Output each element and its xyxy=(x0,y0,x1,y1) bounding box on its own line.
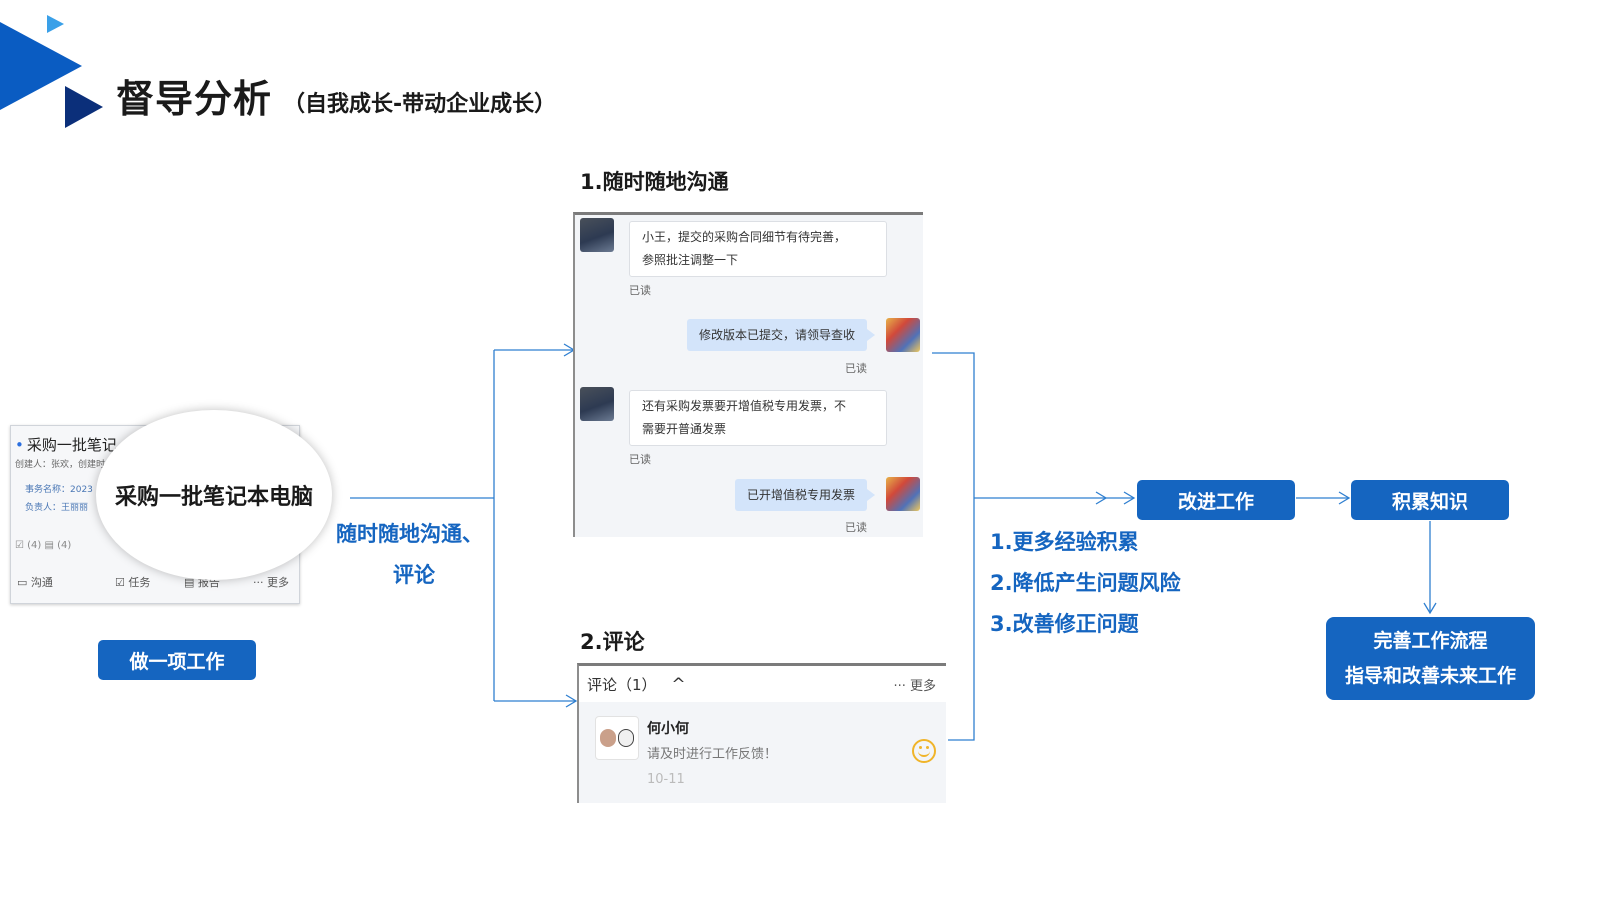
arrowhead-improve-1 xyxy=(1095,491,1108,505)
chat-panel: 小王，提交的采购合同细节有待完善， 参照批注调整一下 已读 修改版本已提交，请领… xyxy=(573,212,923,537)
chat-msg-1: 小王，提交的采购合同细节有待完善， 参照批注调整一下 xyxy=(629,221,887,277)
chat-msg-4-read: 已读 xyxy=(845,521,867,534)
chat-msg-3-read: 已读 xyxy=(629,453,651,466)
comment-more-link[interactable]: ··· 更多 xyxy=(893,679,936,694)
avatar-leader-2 xyxy=(580,387,614,421)
accumulate-knowledge-box: 积累知识 xyxy=(1351,480,1509,520)
task-card-footer: ▭ 沟通 ☑ 任务 ▤ 报告 ··· 更多 xyxy=(11,572,299,594)
perfect-workflow-line1: 完善工作流程 xyxy=(1373,629,1488,652)
chat-msg-1-line2: 参照批注调整一下 xyxy=(642,253,739,267)
comment-panel: 评论（1） ^ ··· 更多 何小何 请及时进行工作反馈！ 10-11 xyxy=(577,663,946,803)
footer-task[interactable]: ☑ 任务 xyxy=(115,576,151,589)
header-triangle-small xyxy=(65,86,103,128)
task-card-name: 事务名称：2023 xyxy=(25,485,93,495)
avatar-leader xyxy=(580,218,614,252)
footer-comm-label: 沟通 xyxy=(30,576,53,589)
commenter-avatar xyxy=(595,716,639,760)
chat-msg-4: 已开增值税专用发票 xyxy=(734,479,876,511)
comment-toggle[interactable]: 评论（1） ^ xyxy=(587,674,686,695)
task-card-creator: 创建人：张欢，创建时 xyxy=(15,460,106,470)
section2-title: 2.评论 xyxy=(580,630,645,654)
smile-icon[interactable] xyxy=(912,739,936,763)
improve-work-box: 改进工作 xyxy=(1137,480,1295,520)
benefit-2: 2.降低产生问题风险 xyxy=(990,571,1181,595)
chat-msg-3-line1: 还有采购发票要开增值税专用发票，不 xyxy=(642,399,847,413)
header-triangle-tiny xyxy=(47,15,64,33)
chat-msg-2-read: 已读 xyxy=(845,362,867,375)
arrowhead-accumulate xyxy=(1338,491,1351,505)
chat-msg-2: 修改版本已提交，请领导查收 xyxy=(686,319,876,351)
comm-label-line2: 评论 xyxy=(393,563,435,587)
task-card-counts: ☑ (4) ▤ (4) xyxy=(15,540,72,551)
comm-label-line1: 随时随地沟通、 xyxy=(336,522,483,546)
chat-msg-1-read: 已读 xyxy=(629,284,651,297)
chat-msg-3-line2: 需要开普通发票 xyxy=(642,422,727,436)
avatar-staff xyxy=(886,318,920,352)
benefit-1: 1.更多经验积累 xyxy=(990,530,1139,554)
task-card-owner: 负责人：王丽丽 xyxy=(25,503,89,513)
chat-msg-1-line1: 小王，提交的采购合同细节有待完善， xyxy=(642,230,847,244)
comment-header: 评论（1） ^ ··· 更多 xyxy=(579,666,946,702)
arrowhead-perfect xyxy=(1423,602,1437,615)
footer-comm[interactable]: ▭ 沟通 xyxy=(17,576,53,589)
commenter-avatar-face-left xyxy=(600,729,616,747)
chevron-up-icon: ^ xyxy=(671,675,686,695)
perfect-workflow-line2: 指导和改善未来工作 xyxy=(1344,664,1516,687)
do-work-box: 做一项工作 xyxy=(98,640,256,680)
comment-date: 10-11 xyxy=(647,772,685,787)
commenter-avatar-face-right xyxy=(618,729,634,747)
commenter-name: 何小何 xyxy=(647,721,689,737)
arrowhead-improve-2 xyxy=(1123,491,1136,505)
page-title: 督导分析 xyxy=(116,77,273,121)
zoom-text: 采购一批笔记本电脑 xyxy=(114,485,313,510)
arrowhead-comment xyxy=(565,694,578,708)
comment-count-label: 评论（1） xyxy=(587,676,657,694)
footer-more[interactable]: ··· 更多 xyxy=(253,576,289,589)
avatar-staff-2 xyxy=(886,477,920,511)
page-subtitle: （自我成长-带动企业成长） xyxy=(283,92,557,117)
footer-task-label: 任务 xyxy=(128,576,151,589)
zoom-bubble: 采购一批笔记本电脑 xyxy=(96,410,332,580)
chat-msg-3: 还有采购发票要开增值税专用发票，不 需要开普通发票 xyxy=(629,390,887,446)
perfect-workflow-box: 完善工作流程 指导和改善未来工作 xyxy=(1326,617,1535,700)
benefit-3: 3.改善修正问题 xyxy=(990,612,1139,636)
section1-title: 1.随时随地沟通 xyxy=(580,170,729,194)
comment-text: 请及时进行工作反馈！ xyxy=(647,747,778,762)
task-card-title: 采购一批笔记 xyxy=(15,434,117,455)
